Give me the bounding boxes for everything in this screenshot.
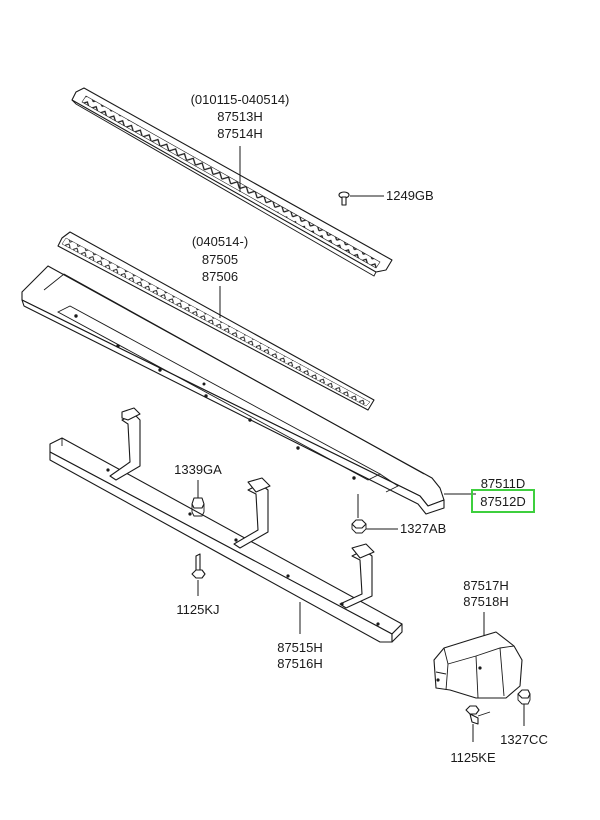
lower-step-pad[interactable] [57, 231, 375, 411]
label-board-a[interactable]: 87511D [481, 476, 526, 491]
nut-1327cc[interactable] [517, 689, 531, 705]
label-frame-a[interactable]: 87515H [277, 640, 323, 655]
side-step-board[interactable] [21, 265, 445, 515]
nut-1327ab[interactable] [351, 519, 367, 534]
label-frame-b[interactable]: 87516H [277, 656, 323, 671]
mounting-frame[interactable] [49, 407, 403, 643]
label-lower-step-b[interactable]: 87506 [202, 269, 238, 284]
part-labels: (010115-040514) 87513H 87514H 1249GB (04… [174, 92, 548, 765]
label-upper-step-b[interactable]: 87514H [217, 126, 263, 141]
label-cap-a[interactable]: 87517H [463, 578, 509, 593]
washer-1339ga[interactable] [191, 497, 205, 517]
label-upper-step-date: (010115-040514) [191, 92, 290, 107]
label-nut-board[interactable]: 1327AB [400, 521, 446, 536]
label-bolt-cap[interactable]: 1125KE [450, 750, 496, 765]
bolt-1125kj[interactable] [191, 553, 206, 579]
label-bolt-frame[interactable]: 1125KJ [176, 602, 219, 617]
label-washer[interactable]: 1339GA [174, 462, 222, 477]
label-board-b[interactable]: 87512D [480, 494, 526, 509]
screw-1249gb[interactable] [338, 191, 350, 206]
label-screw-top[interactable]: 1249GB [386, 188, 434, 203]
selected-part-highlight [471, 489, 535, 513]
leader-lines [197, 146, 525, 742]
label-lower-step-a[interactable]: 87505 [202, 252, 238, 267]
label-cap-b[interactable]: 87518H [463, 594, 509, 609]
label-nut-cap[interactable]: 1327CC [500, 732, 548, 747]
bolt-1125ke[interactable] [465, 705, 491, 725]
label-lower-step-date: (040514-) [192, 234, 248, 249]
label-upper-step-a[interactable]: 87513H [217, 109, 263, 124]
upper-step-pad[interactable] [71, 87, 393, 277]
end-cap[interactable] [433, 631, 523, 699]
